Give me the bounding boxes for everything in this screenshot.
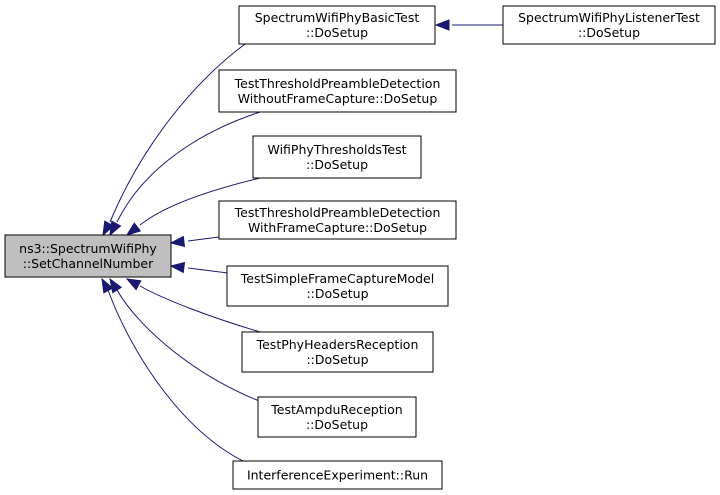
- edge-interference-to-focus: [101, 277, 246, 463]
- edges-layer: [101, 19, 503, 463]
- arrowhead: [101, 277, 114, 294]
- node-box: [232, 460, 443, 490]
- node-basic[interactable]: SpectrumWifiPhyBasicTest::DoSetup: [238, 5, 436, 45]
- node-ampdu[interactable]: TestAmpduReception::DoSetup: [257, 396, 417, 438]
- edge-preamble-nocap-to-focus: [109, 111, 261, 237]
- node-box: [218, 69, 457, 113]
- edge-listener-to-basic: [434, 19, 503, 31]
- edge-line: [109, 43, 246, 223]
- node-label-line: ::DoSetup: [306, 286, 368, 301]
- node-label-line: TestAmpduReception: [270, 402, 402, 417]
- node-box: [218, 200, 457, 240]
- node-preamble-nocap[interactable]: TestThresholdPreambleDetectionWithoutFra…: [218, 69, 457, 113]
- node-label-line: TestThresholdPreambleDetection: [234, 76, 441, 91]
- node-box: [252, 135, 422, 179]
- node-label-line: ::DoSetup: [306, 157, 368, 172]
- edge-thresholds-to-focus: [125, 177, 261, 236]
- node-label-line: ::SetChannelNumber: [23, 256, 154, 271]
- node-label-line: ::DoSetup: [306, 352, 368, 367]
- node-label-line: TestThresholdPreambleDetection: [234, 205, 441, 220]
- edge-line: [116, 289, 271, 406]
- arrowhead: [125, 278, 142, 291]
- edge-line: [187, 267, 229, 274]
- node-label-line: TestPhyHeadersReception: [256, 337, 419, 352]
- edge-headers-to-focus: [125, 278, 261, 333]
- edge-line: [139, 285, 261, 333]
- edge-line: [116, 111, 261, 223]
- edge-line: [139, 177, 261, 226]
- arrowhead: [169, 261, 186, 274]
- arrowhead: [169, 235, 186, 248]
- node-box: [502, 5, 716, 45]
- edge-line: [107, 289, 246, 463]
- node-interference[interactable]: InterferenceExperiment::Run: [232, 460, 443, 490]
- arrowhead: [109, 220, 122, 237]
- node-box: [226, 265, 449, 307]
- node-label-line: ns3::SpectrumWifiPhy: [19, 241, 157, 256]
- node-listener[interactable]: SpectrumWifiPhyListenerTest::DoSetup: [502, 5, 716, 45]
- node-label-line: ::DoSetup: [578, 25, 640, 40]
- node-label-line: TestSimpleFrameCaptureModel: [240, 271, 434, 286]
- node-preamble-cap[interactable]: TestThresholdPreambleDetectionWithFrameC…: [218, 200, 457, 240]
- node-headers[interactable]: TestPhyHeadersReception::DoSetup: [241, 331, 434, 373]
- arrowhead: [125, 222, 142, 236]
- edge-preamble-cap-to-focus: [169, 235, 220, 248]
- node-label-line: SpectrumWifiPhyListenerTest: [518, 10, 700, 25]
- node-label-line: ::DoSetup: [306, 25, 368, 40]
- node-label-line: WithFrameCapture::DoSetup: [248, 220, 427, 235]
- node-label-line: ::DoSetup: [306, 417, 368, 432]
- node-thresholds[interactable]: WifiPhyThresholdsTest::DoSetup: [252, 135, 422, 179]
- node-box: [257, 396, 417, 438]
- arrowhead: [109, 277, 123, 294]
- node-label-line: InterferenceExperiment::Run: [247, 468, 428, 483]
- node-box: [241, 331, 434, 373]
- node-simple-capture[interactable]: TestSimpleFrameCaptureModel::DoSetup: [226, 265, 449, 307]
- node-focus: ns3::SpectrumWifiPhy::SetChannelNumber: [4, 234, 172, 278]
- arrowhead: [434, 19, 450, 31]
- nodes-layer: ns3::SpectrumWifiPhy::SetChannelNumber Sp…: [4, 5, 716, 490]
- node-box: [4, 234, 172, 278]
- node-box: [238, 5, 436, 45]
- node-label-line: SpectrumWifiPhyBasicTest: [255, 10, 420, 25]
- edge-line: [187, 236, 220, 242]
- node-label-line: WithoutFrameCapture::DoSetup: [238, 91, 438, 106]
- edge-simple-capture-to-focus: [169, 261, 229, 274]
- node-label-line: WifiPhyThresholdsTest: [267, 142, 406, 157]
- edge-ampdu-to-focus: [109, 277, 271, 406]
